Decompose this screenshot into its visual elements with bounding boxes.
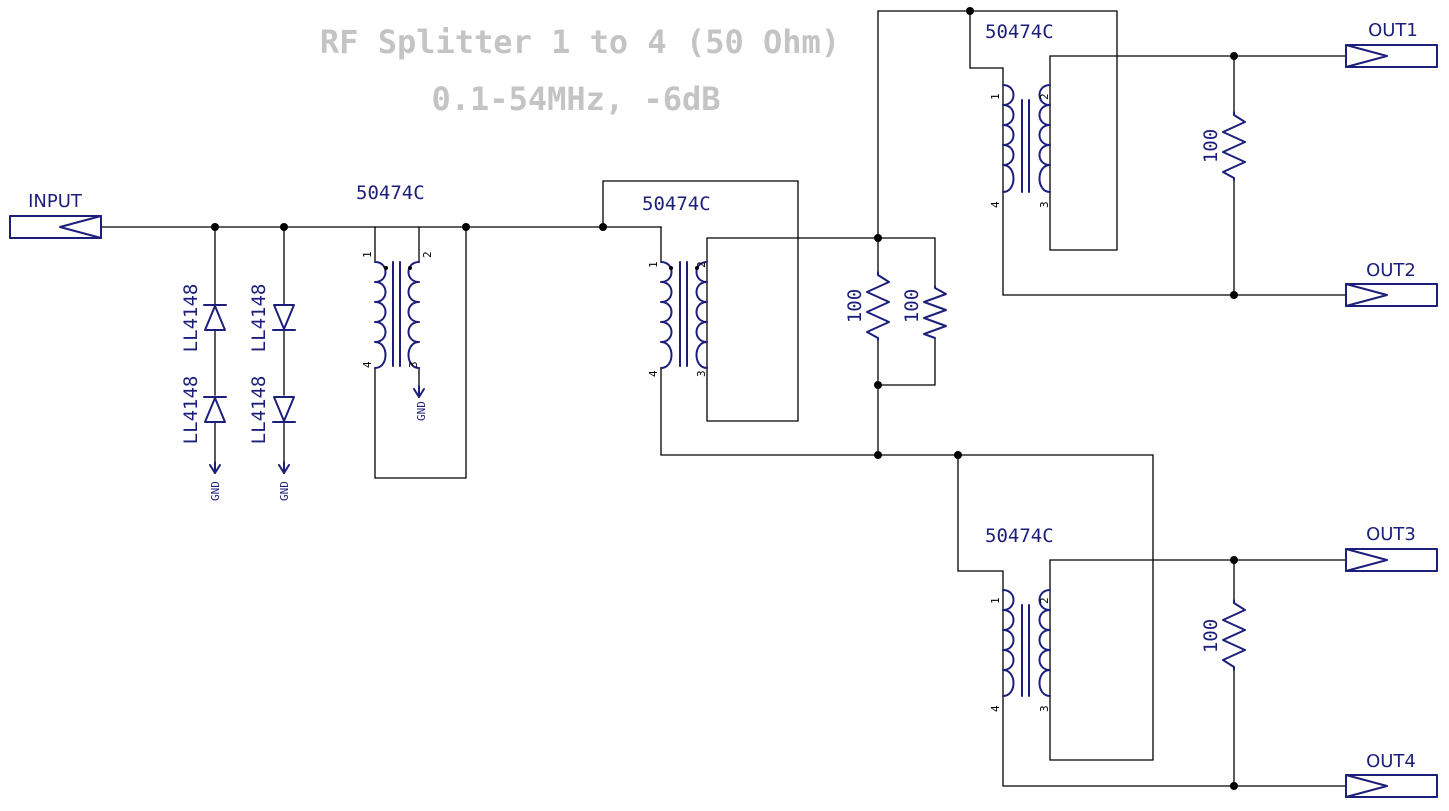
port-out3: OUT3 xyxy=(1345,524,1438,572)
port-out3-label: OUT3 xyxy=(1366,524,1416,545)
resistor-r2-label: 100 xyxy=(901,289,923,323)
port-out4: OUT4 xyxy=(1345,751,1438,798)
transformer-t4: 1 2 3 4 50474C xyxy=(985,525,1054,712)
resistor-r1: 100 xyxy=(844,271,890,341)
resistor-r4: 100 xyxy=(1200,599,1246,671)
resistor-r3: 100 xyxy=(1200,111,1246,181)
diode-d2-label: LL4148 xyxy=(180,376,202,445)
wires xyxy=(100,10,1347,787)
ground-symbol-1: GND xyxy=(209,461,222,501)
t4-pin-1: 1 xyxy=(989,597,1002,604)
t3-label: 50474C xyxy=(985,21,1054,43)
port-out1: OUT1 xyxy=(1345,20,1438,68)
transformer-t2: 1 2 3 4 50474C xyxy=(642,193,711,377)
ground-label-1: GND xyxy=(209,481,222,501)
resistor-r1-label: 100 xyxy=(844,289,866,323)
t4-pin-2: 2 xyxy=(1038,597,1051,604)
t1-pin-4: 4 xyxy=(361,361,374,368)
port-out4-label: OUT4 xyxy=(1366,751,1416,772)
diode-d3: LL4148 xyxy=(248,284,296,353)
t1-pin-1: 1 xyxy=(361,251,374,258)
t3-pin-1: 1 xyxy=(989,93,1002,100)
port-out2: OUT2 xyxy=(1345,260,1438,307)
resistor-r3-label: 100 xyxy=(1200,129,1222,163)
transformer-t3: 1 2 3 4 50474C xyxy=(985,21,1054,208)
t2-pin-3: 3 xyxy=(695,370,708,377)
t2-pin-4: 4 xyxy=(647,370,660,377)
diode-d4: LL4148 xyxy=(248,376,296,445)
t2-pin-1: 1 xyxy=(647,261,660,268)
port-out1-label: OUT1 xyxy=(1368,20,1418,41)
t3-pin-2: 2 xyxy=(1038,93,1051,100)
diode-d1: LL4148 xyxy=(180,284,227,353)
port-input: INPUT xyxy=(9,191,102,239)
title-line-1: RF Splitter 1 to 4 (50 Ohm) xyxy=(320,23,840,61)
t3-pin-4: 4 xyxy=(989,201,1002,208)
port-out2-label: OUT2 xyxy=(1366,260,1416,281)
t1-label: 50474C xyxy=(356,182,425,204)
diode-d4-label: LL4148 xyxy=(248,376,270,445)
ground-label-3: GND xyxy=(415,401,428,421)
t1-pin-3: 3 xyxy=(407,361,420,368)
ground-symbol-3: GND xyxy=(413,385,428,421)
junction-dots xyxy=(211,7,1238,790)
resistor-r2: 100 xyxy=(901,285,947,339)
port-input-label: INPUT xyxy=(28,191,83,212)
t3-pin-3: 3 xyxy=(1038,201,1051,208)
resistor-r4-label: 100 xyxy=(1200,619,1222,653)
t4-pin-4: 4 xyxy=(989,705,1002,712)
t4-label: 50474C xyxy=(985,525,1054,547)
diode-d1-label: LL4148 xyxy=(180,284,202,353)
transformer-t1: 1 2 3 4 50474C xyxy=(356,182,434,369)
t1-pin-2: 2 xyxy=(421,251,434,258)
diode-d2: LL4148 xyxy=(180,376,227,445)
t2-pin-2: 2 xyxy=(695,261,708,268)
ground-label-2: GND xyxy=(278,481,291,501)
diode-d3-label: LL4148 xyxy=(248,284,270,353)
ground-symbol-2: GND xyxy=(278,461,291,501)
t2-label: 50474C xyxy=(642,193,711,215)
title-line-2: 0.1-54MHz, -6dB xyxy=(432,80,721,118)
t4-pin-3: 3 xyxy=(1038,705,1051,712)
